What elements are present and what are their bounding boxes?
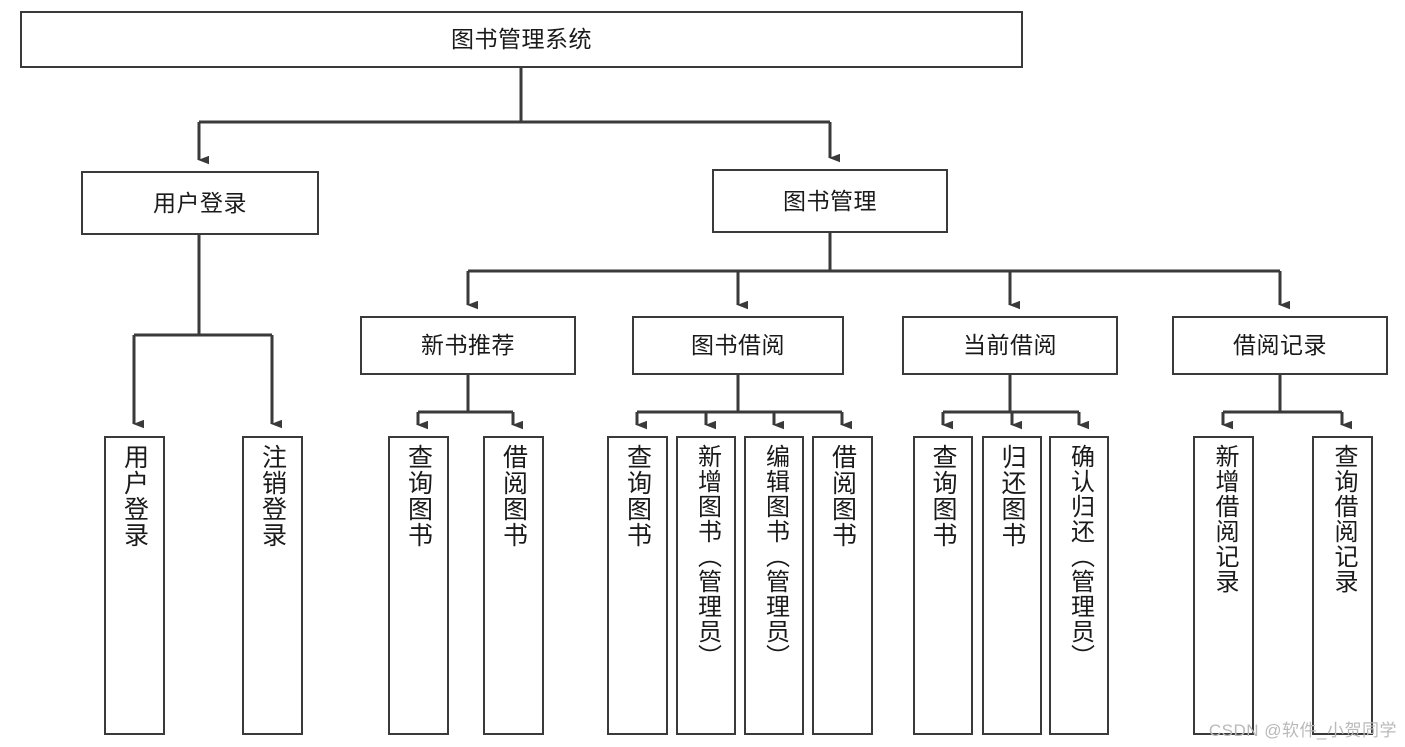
node-leaf-confirm-return-admin-label: 确认归还（管理员）	[1066, 444, 1094, 669]
watermark: CSDN @软件_小贺同学	[1208, 721, 1397, 740]
node-leaf-add-borrow-record[interactable]: 新增借阅记录	[1193, 436, 1254, 735]
node-root[interactable]: 图书管理系统	[20, 11, 1023, 68]
node-leaf-return-book[interactable]: 归还图书	[982, 436, 1042, 735]
node-leaf-query-book-3[interactable]: 查询图书	[913, 436, 973, 735]
node-leaf-query-book-2[interactable]: 查询图书	[607, 436, 668, 735]
node-leaf-logout-login-label: 注销登录	[258, 444, 287, 548]
node-current-borrow-label: 当前借阅	[963, 332, 1057, 359]
node-leaf-user-login-label: 用户登录	[120, 444, 149, 548]
node-book-borrow[interactable]: 图书借阅	[632, 316, 844, 375]
node-book-manage-label: 图书管理	[783, 187, 877, 214]
node-leaf-query-book-1[interactable]: 查询图书	[388, 436, 449, 735]
node-leaf-return-book-label: 归还图书	[998, 444, 1026, 548]
node-leaf-borrow-book-2-label: 借阅图书	[828, 444, 857, 548]
node-new-book-recommend[interactable]: 新书推荐	[360, 316, 576, 375]
node-leaf-confirm-return-admin[interactable]: 确认归还（管理员）	[1049, 436, 1109, 735]
node-leaf-borrow-book-1-label: 借阅图书	[499, 444, 528, 548]
node-current-borrow[interactable]: 当前借阅	[902, 316, 1118, 375]
node-leaf-user-login[interactable]: 用户登录	[104, 436, 165, 735]
node-leaf-add-borrow-record-label: 新增借阅记录	[1210, 444, 1238, 594]
node-borrow-record-label: 借阅记录	[1233, 332, 1327, 359]
node-book-manage[interactable]: 图书管理	[712, 169, 948, 233]
node-leaf-add-book-admin[interactable]: 新增图书（管理员）	[676, 436, 736, 735]
node-root-label: 图书管理系统	[451, 26, 592, 53]
node-user-login[interactable]: 用户登录	[81, 171, 319, 235]
node-leaf-query-borrow-record[interactable]: 查询借阅记录	[1312, 436, 1373, 735]
node-leaf-logout-login[interactable]: 注销登录	[242, 436, 303, 735]
node-borrow-record[interactable]: 借阅记录	[1172, 316, 1388, 375]
node-leaf-add-book-admin-label: 新增图书（管理员）	[693, 444, 721, 669]
node-leaf-borrow-book-2[interactable]: 借阅图书	[812, 436, 873, 735]
node-leaf-borrow-book-1[interactable]: 借阅图书	[483, 436, 544, 735]
node-leaf-edit-book-admin[interactable]: 编辑图书（管理员）	[744, 436, 804, 735]
node-leaf-query-borrow-record-label: 查询借阅记录	[1329, 444, 1357, 594]
node-book-borrow-label: 图书借阅	[691, 332, 785, 359]
node-new-book-recommend-label: 新书推荐	[421, 332, 515, 359]
node-user-login-label: 用户登录	[153, 189, 247, 216]
node-leaf-query-book-2-label: 查询图书	[623, 444, 652, 548]
node-leaf-edit-book-admin-label: 编辑图书（管理员）	[761, 444, 789, 669]
node-leaf-query-book-1-label: 查询图书	[404, 444, 433, 548]
node-leaf-query-book-3-label: 查询图书	[929, 444, 957, 548]
